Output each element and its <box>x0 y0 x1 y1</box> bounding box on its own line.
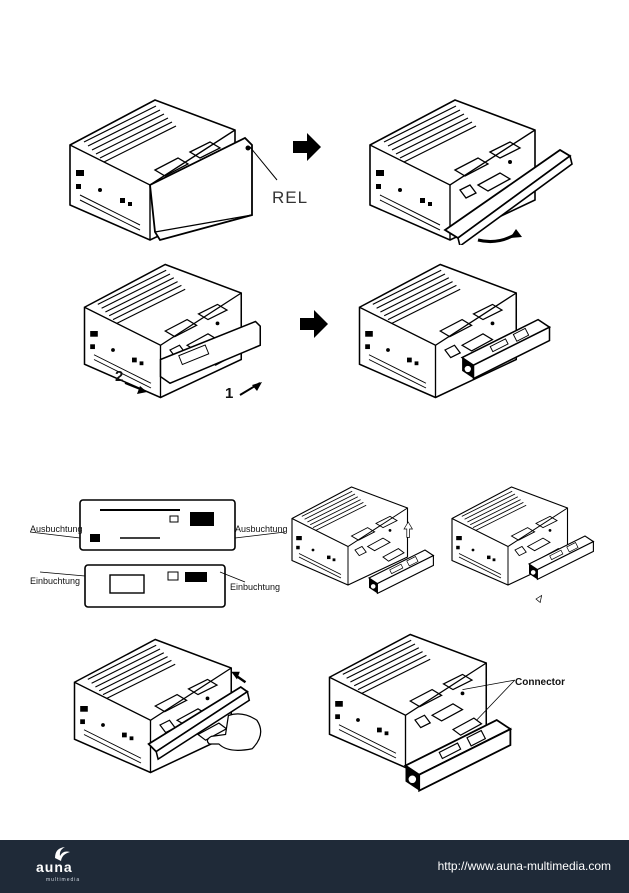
panel-rear-view-drawing <box>29 499 286 608</box>
connector-label: Connector <box>515 677 565 688</box>
ausbuchtung-right-label: Ausbuchtung <box>235 524 288 534</box>
radio-with-panel-drawing <box>69 99 253 242</box>
ausbuchtung-left-label: Ausbuchtung <box>30 524 83 534</box>
rel-label: REL <box>272 188 309 207</box>
arrow-right-icon <box>300 310 328 338</box>
figure-remove-panel: 2 1 <box>75 255 565 405</box>
release-diagram <box>69 99 573 248</box>
panel-back-diagram <box>29 486 594 608</box>
website-link[interactable]: http://www.auna-multimedia.com <box>437 859 611 873</box>
radio-panel-opening-drawing <box>369 99 573 248</box>
radio-press-panel-drawing <box>73 638 262 774</box>
radio-connector-drawing <box>328 633 516 792</box>
remove-diagram <box>83 263 551 399</box>
step2-arrow-icon <box>124 382 147 394</box>
reattach-step1-drawing <box>291 486 434 594</box>
step-1-label: 1 <box>225 385 234 402</box>
step-2-label: 2 <box>115 368 124 385</box>
einbuchtung-left-label: Einbuchtung <box>30 576 81 586</box>
footer-bar: auna multimedia http://www.auna-multimed… <box>0 840 629 893</box>
radio-panel-folded-drawing <box>83 263 262 399</box>
einbuchtung-right-label: Einbuchtung <box>230 582 281 592</box>
reattach-step2-drawing <box>451 486 594 604</box>
figure-release-panel: REL <box>55 85 575 248</box>
figure-close-panel: Connector <box>65 625 605 795</box>
brand-logo-text: auna <box>36 859 73 875</box>
radio-panel-detached-drawing <box>358 263 551 399</box>
brand-swirl-icon <box>55 847 70 861</box>
arrow-right-icon <box>293 133 321 161</box>
step1-arrow-icon <box>239 382 262 396</box>
brand-logo-subtext: multimedia <box>46 877 81 883</box>
figure-panel-back: Ausbuchtung Ausbuchtung Einbuchtung Einb… <box>29 480 610 620</box>
close-diagram <box>73 633 516 792</box>
rel-leader-line <box>249 146 278 181</box>
